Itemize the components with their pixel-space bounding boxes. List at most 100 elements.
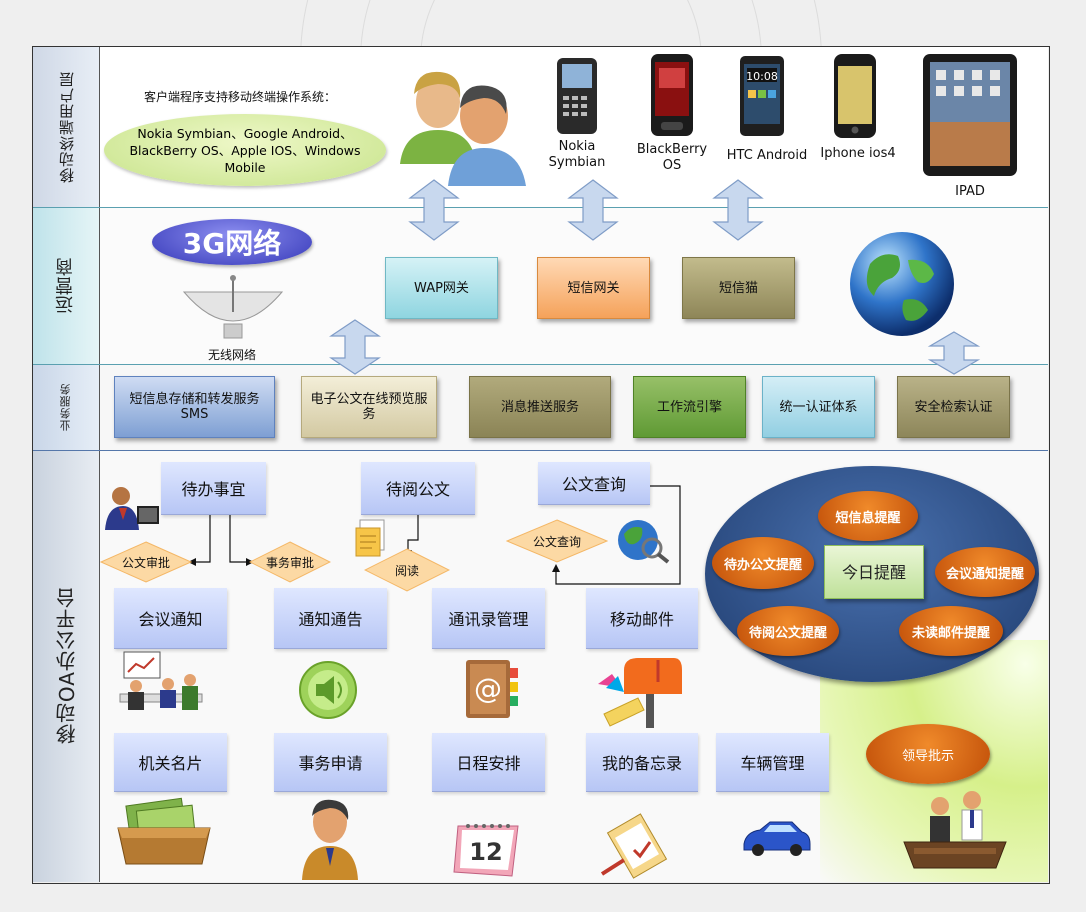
divider: [33, 450, 1048, 451]
os-list-text: Nokia Symbian、Google Android、BlackBerry …: [129, 125, 361, 175]
contacts-module[interactable]: 通讯录管理: [432, 588, 545, 649]
document-icon: [355, 519, 385, 557]
doc-preview-service-label: 电子公文在线预览服务: [310, 392, 428, 422]
globe-search-icon: [618, 520, 670, 564]
svg-text:@: @: [474, 672, 502, 705]
leader-instruction-oval[interactable]: 领导批示: [866, 724, 990, 784]
satellite-dish-icon: [182, 275, 284, 339]
notice-announcement-label: 通知通告: [298, 610, 363, 629]
nokia-phone-icon: [557, 58, 597, 134]
wap-gateway-box: WAP网关: [385, 257, 498, 319]
sms-store-service-label: 短信息存储和转发服务SMS: [129, 392, 260, 422]
sms-reminder-oval[interactable]: 短信息提醒: [818, 491, 918, 541]
business-card-module[interactable]: 机关名片: [114, 733, 227, 792]
read-decision-label: 阅读: [394, 563, 419, 578]
section-label-mobile-users: 移动终端用户层: [33, 47, 100, 207]
affair-apply-module[interactable]: 事务申请: [274, 733, 387, 792]
iphone-icon: [834, 54, 876, 138]
htc-label: HTC Android: [726, 148, 808, 163]
ipad-icon: [923, 54, 1017, 176]
leaders-at-desk-icon: [903, 791, 1007, 869]
unread-mail-reminder-oval[interactable]: 未读邮件提醒: [899, 606, 1003, 656]
up-down-arrow-icon: [712, 179, 764, 241]
vehicle-label: 车辆管理: [740, 754, 805, 773]
meeting-notice-label: 会议通知: [138, 610, 203, 629]
sms-cat-label: 短信猫: [718, 280, 758, 296]
sms-gateway-label: 短信网关: [567, 280, 620, 296]
mobile-mail-label: 移动邮件: [609, 610, 674, 629]
calendar-icon: 12: [453, 824, 519, 877]
diagram-frame: [32, 46, 1050, 884]
car-icon: [743, 821, 811, 856]
divider: [33, 207, 1048, 208]
doc-query-decision: 公文查询: [506, 519, 608, 563]
sms-gateway-box: 短信网关: [537, 257, 650, 319]
meeting-icon: [119, 651, 203, 710]
workflow-service-box: 工作流引擎: [633, 376, 746, 438]
meeting-reminder-label: 会议通知提醒: [945, 566, 1024, 582]
3g-network-text: 3G网络: [182, 227, 282, 260]
business-card-label: 机关名片: [138, 754, 203, 773]
sms-store-service-box: 短信息存储和转发服务SMS: [114, 376, 275, 438]
up-down-arrow-icon: [567, 179, 619, 241]
htc-phone-icon: 10:08: [740, 56, 784, 136]
today-reminder-box[interactable]: 今日提醒: [824, 545, 924, 599]
mobile-mail-module[interactable]: 移动邮件: [586, 588, 698, 649]
auth-service-box: 统一认证体系: [762, 376, 875, 438]
todo-doc-reminder-label: 待办公文提醒: [723, 557, 802, 573]
security-service-box: 安全检索认证: [897, 376, 1010, 438]
wap-gateway-label: WAP网关: [414, 280, 469, 296]
today-reminder-label: 今日提醒: [841, 562, 906, 582]
iphone-label: Iphone ios4: [820, 146, 896, 161]
doc-approve-decision: 公文审批: [100, 541, 192, 583]
doc-approve-decision-label: 公文审批: [121, 555, 170, 570]
person-icon: [302, 799, 358, 880]
doc-query-module[interactable]: 公文查询: [538, 462, 650, 505]
up-down-arrow-icon: [329, 319, 381, 375]
sms-reminder-label: 短信息提醒: [835, 510, 901, 526]
push-service-label: 消息推送服务: [500, 399, 579, 415]
section-label-operator: 运营商: [33, 207, 100, 364]
client-caption: 客户端程序支持移动终端操作系统：: [143, 90, 336, 104]
todo-module[interactable]: 待办事宜: [161, 462, 266, 515]
schedule-label: 日程安排: [456, 754, 521, 773]
affair-approve-decision: 事务审批: [249, 541, 331, 583]
affair-apply-label: 事务申请: [298, 754, 363, 773]
to-read-docs-module[interactable]: 待阅公文: [361, 462, 475, 515]
unread-mail-reminder-label: 未读邮件提醒: [911, 625, 990, 641]
globe-icon: [850, 232, 954, 336]
doc-query-label: 公文查询: [561, 475, 626, 494]
person-at-computer-icon: [105, 487, 159, 530]
schedule-module[interactable]: 日程安排: [432, 733, 545, 792]
workflow-service-label: 工作流引擎: [656, 399, 722, 415]
doc-query-decision-label: 公文查询: [532, 534, 581, 549]
doc-preview-service-box: 电子公文在线预览服务: [301, 376, 437, 438]
read-doc-reminder-label: 待阅公文提醒: [748, 625, 827, 641]
os-list-ellipse: Nokia Symbian、Google Android、BlackBerry …: [104, 114, 386, 186]
blackberry-label: BlackBerry OS: [636, 142, 708, 173]
section-label-oa: 移动OA办公平台: [33, 450, 100, 882]
up-down-arrow-icon: [408, 179, 460, 241]
card-file-icon: [117, 797, 211, 865]
memo-label: 我的备忘录: [601, 754, 682, 773]
auth-service-label: 统一认证体系: [779, 399, 858, 415]
memo-module[interactable]: 我的备忘录: [586, 733, 698, 792]
clipboard-icon: [600, 813, 668, 879]
address-book-icon: @: [466, 660, 518, 718]
vehicle-module[interactable]: 车辆管理: [716, 733, 829, 792]
section-label-business: 业务服务: [33, 364, 100, 450]
security-service-label: 安全检索认证: [914, 399, 993, 415]
notice-announcement-module[interactable]: 通知通告: [274, 588, 387, 649]
contacts-label: 通讯录管理: [448, 610, 529, 629]
meeting-reminder-oval[interactable]: 会议通知提醒: [935, 547, 1035, 597]
read-doc-reminder-oval[interactable]: 待阅公文提醒: [737, 606, 839, 656]
leader-instruction-label: 领导批示: [901, 748, 954, 764]
meeting-notice-module[interactable]: 会议通知: [114, 588, 227, 649]
todo-doc-reminder-oval[interactable]: 待办公文提醒: [712, 537, 814, 589]
mailbox-icon: [598, 658, 682, 728]
calendar-day-text: 12: [469, 838, 502, 866]
to-read-docs-label: 待阅公文: [385, 480, 450, 499]
svg-text:10:08: 10:08: [746, 70, 778, 83]
users-icon: [400, 71, 526, 186]
speaker-icon: [299, 661, 357, 719]
